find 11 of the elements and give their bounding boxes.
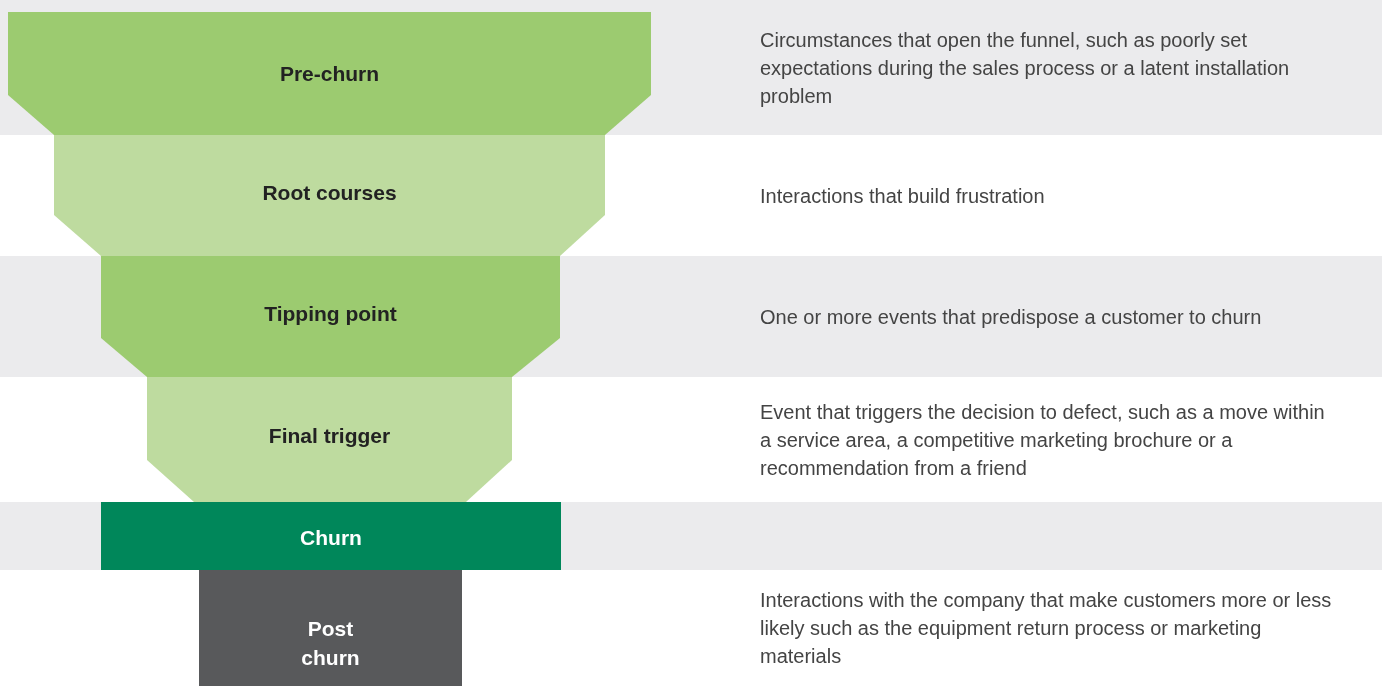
stage-label: Pre-churn xyxy=(278,60,381,87)
description-text: Circumstances that open the funnel, such as poorly set expectations during the sales process or a latent installation problem xyxy=(760,27,1291,109)
description-text: Event that triggers the decision to defect, such as a move within a service area, a competitive marketing brochure or a recommendation from a friend xyxy=(760,399,1326,481)
description-text: One or more events that predispose a customer to churn xyxy=(760,304,1263,330)
stage-label: Tipping point xyxy=(263,300,398,327)
stage-label: Root courses xyxy=(261,179,398,206)
stage-label: Post churn xyxy=(300,615,361,671)
description-text: Interactions that build frustration xyxy=(760,183,1046,209)
stage-label: Churn xyxy=(299,524,363,551)
description-text: Interactions with the company that make customers more or less likely such as the equipment return process or marketing materials xyxy=(760,588,1333,669)
stage-label: Final trigger xyxy=(267,422,392,449)
